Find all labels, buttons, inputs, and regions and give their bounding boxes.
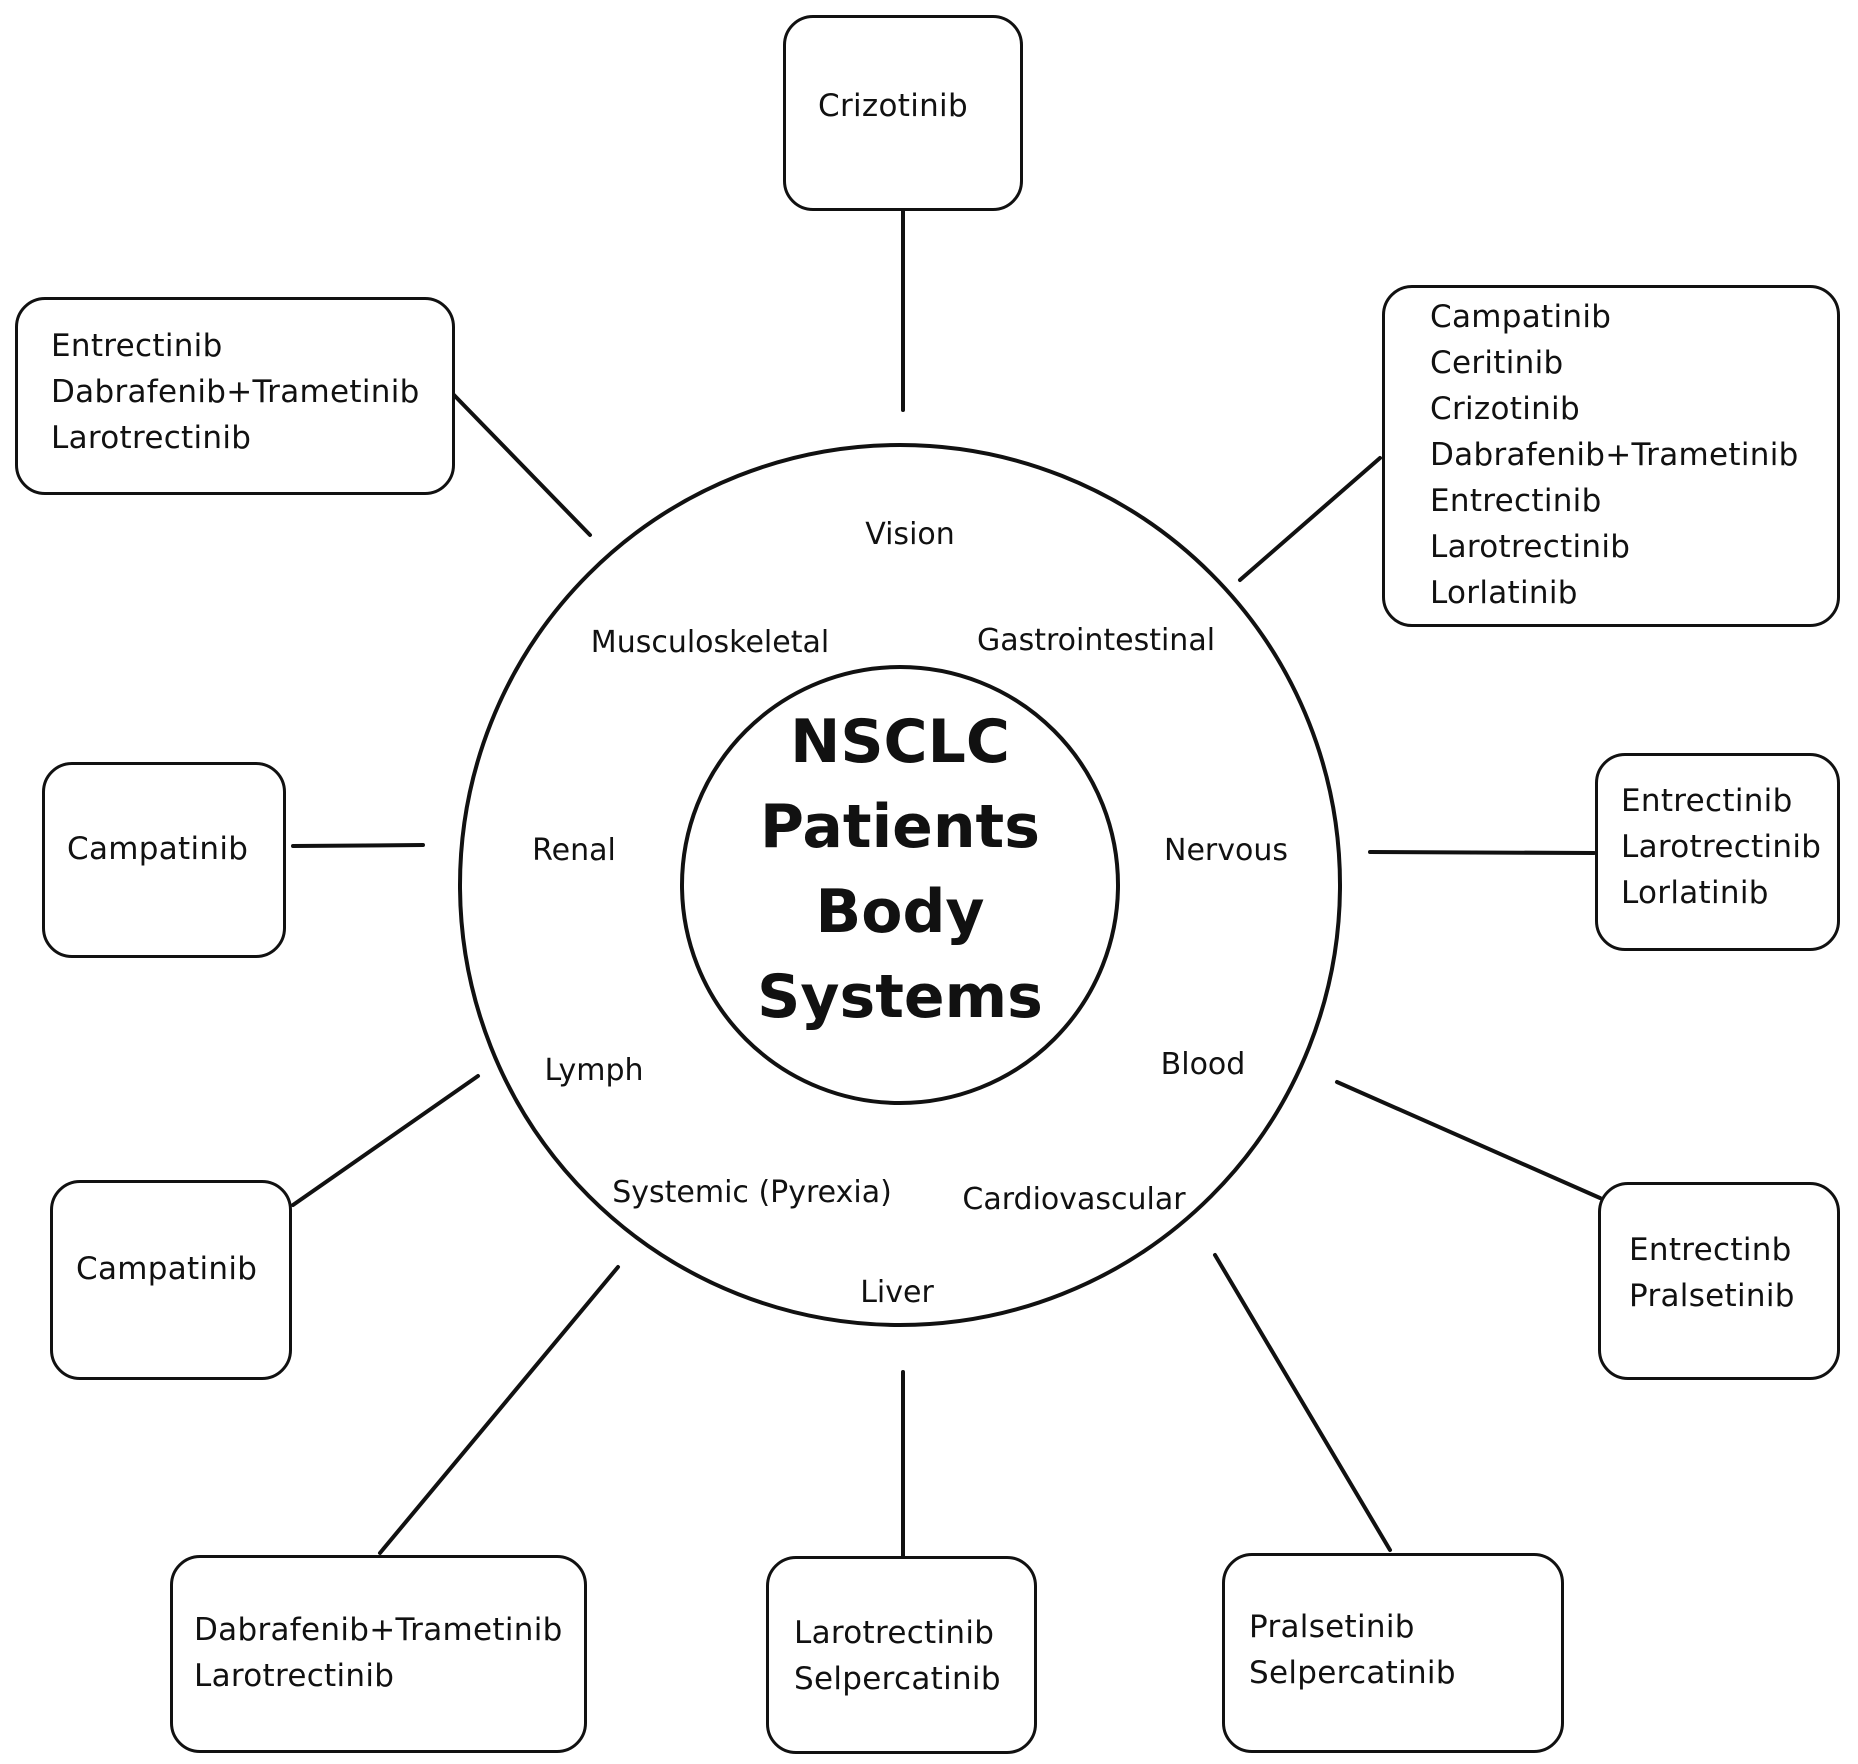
outer-circle	[458, 443, 1342, 1327]
drug-list: Entrectinib Larotrectinib Lorlatinib	[1621, 778, 1858, 916]
drug-box-blood: Entrectinb Pralsetinib	[1598, 1182, 1840, 1380]
system-label-liver: Liver	[860, 1275, 934, 1310]
drug-box-lymph: Campatinib	[50, 1180, 292, 1380]
system-label-lymph: Lymph	[544, 1053, 644, 1088]
system-label-cardiovascular: Cardiovascular	[962, 1182, 1186, 1217]
drug-name: Larotrectinib	[794, 1615, 995, 1651]
connector-blood	[1335, 1080, 1602, 1200]
connector-lymph	[291, 1074, 480, 1207]
drug-list: Campatinib	[76, 1251, 312, 1315]
drug-name: Dabrafenib+Trametinib	[51, 374, 420, 410]
drug-list: Dabrafenib+Trametinib Larotrectinib	[194, 1607, 605, 1699]
drug-box-systemic: Dabrafenib+Trametinib Larotrectinib	[170, 1555, 587, 1753]
drug-name: Lorlatinib	[1621, 875, 1769, 911]
drug-name: Entrectinib	[1621, 783, 1793, 819]
center-title-line: Systems	[757, 962, 1043, 1032]
drug-list: Larotrectinib Selpercatinib	[794, 1610, 1059, 1702]
drug-box-renal: Campatinib	[42, 762, 286, 958]
connector-gastrointestinal	[1238, 456, 1382, 582]
system-label-systemic: Systemic (Pyrexia)	[612, 1175, 892, 1210]
drug-box-musculoskeletal: Entrectinib Dabrafenib+Trametinib Larotr…	[15, 297, 455, 495]
drug-box-liver: Larotrectinib Selpercatinib	[766, 1556, 1037, 1754]
system-label-blood: Blood	[1160, 1047, 1246, 1082]
drug-box-gastrointestinal: Campatinib Ceritinib Crizotinib Dabrafen…	[1382, 285, 1840, 627]
drug-name: Larotrectinib	[1621, 829, 1822, 865]
connector-musculoskeletal	[450, 391, 592, 537]
connector-nervous	[1368, 850, 1596, 855]
center-title-line: NSCLC	[790, 707, 1010, 777]
drug-list: Entrectinib Dabrafenib+Trametinib Larotr…	[51, 323, 485, 461]
drug-box-vision: Crizotinib	[783, 15, 1023, 211]
drug-name: Campatinib	[1430, 299, 1612, 335]
drug-name: Larotrectinib	[194, 1658, 395, 1694]
drug-name: Crizotinib	[818, 88, 968, 124]
drug-name: Dabrafenib+Trametinib	[1430, 437, 1799, 473]
drug-name: Entrectinib	[1430, 483, 1602, 519]
drug-list: Crizotinib	[818, 88, 1052, 152]
drug-name: Selpercatinib	[794, 1661, 1001, 1697]
system-label-gastrointestinal: Gastrointestinal	[976, 623, 1216, 658]
drug-name: Selpercatinib	[1249, 1655, 1456, 1691]
system-label-musculoskeletal: Musculoskeletal	[590, 625, 830, 660]
drug-list: Entrectinb Pralsetinib	[1629, 1227, 1858, 1319]
drug-name: Pralsetinib	[1629, 1278, 1795, 1314]
system-label-renal: Renal	[532, 833, 616, 868]
drug-name: Entrectinb	[1629, 1232, 1792, 1268]
system-label-nervous: Nervous	[1164, 833, 1288, 868]
connector-renal	[291, 843, 425, 848]
drug-box-nervous: Entrectinib Larotrectinib Lorlatinib	[1595, 753, 1840, 951]
drug-list: Campatinib Ceritinib Crizotinib Dabrafen…	[1430, 294, 1858, 616]
center-title-line: Body	[815, 877, 985, 947]
drug-name: Dabrafenib+Trametinib	[194, 1612, 563, 1648]
drug-list: Pralsetinib Selpercatinib	[1249, 1604, 1585, 1696]
drug-name: Entrectinib	[51, 328, 223, 364]
center-title: NSCLC Patients Body Systems	[680, 700, 1120, 1040]
center-title-line: Patients	[760, 792, 1040, 862]
drug-name: Campatinib	[67, 831, 249, 867]
drug-name: Larotrectinib	[51, 420, 252, 456]
system-label-vision: Vision	[865, 517, 955, 552]
inner-circle	[680, 665, 1120, 1105]
drug-list: Campatinib	[67, 831, 305, 895]
drug-name: Larotrectinib	[1430, 529, 1631, 565]
drug-name: Pralsetinib	[1249, 1609, 1415, 1645]
drug-name: Ceritinib	[1430, 345, 1564, 381]
drug-name: Crizotinib	[1430, 391, 1580, 427]
drug-box-cardiovascular: Pralsetinib Selpercatinib	[1222, 1553, 1564, 1753]
connector-cardiovascular	[1213, 1253, 1392, 1552]
drug-name: Lorlatinib	[1430, 575, 1578, 611]
drug-name: Campatinib	[76, 1251, 258, 1287]
connector-systemic	[378, 1265, 620, 1555]
